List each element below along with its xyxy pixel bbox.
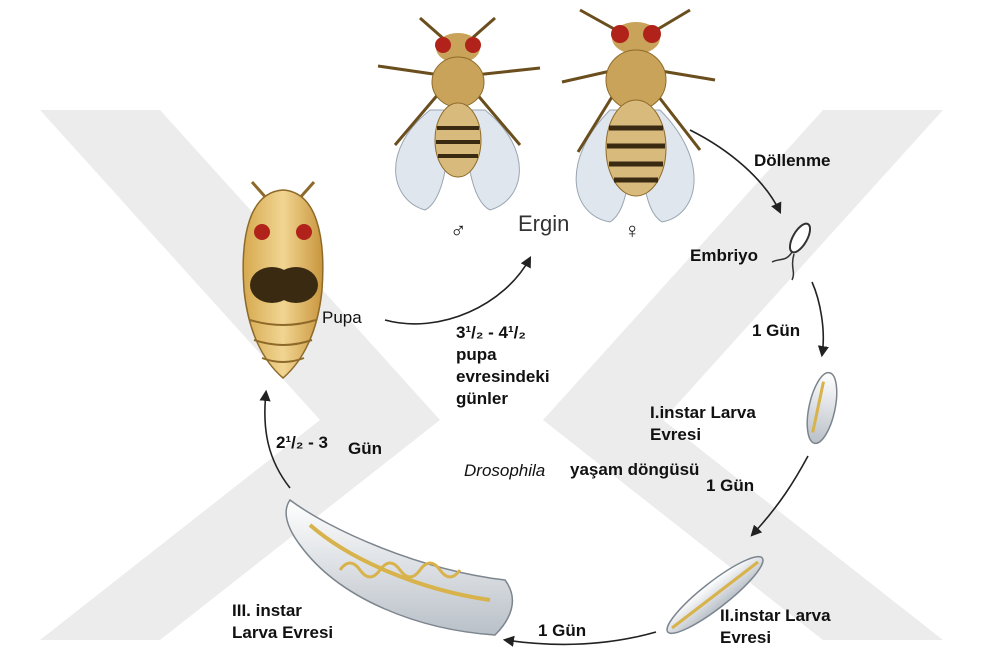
second-instar-label: II.instar Larva Evresi [720,605,831,649]
male-fly-illustration [378,18,540,210]
fertilization-label: Döllenme [754,150,831,172]
arrow-pupa-to-adult [385,258,530,324]
third-instar-to-pupa-unit: Gün [348,438,382,460]
life-cycle-title: yaşam döngüsü [570,459,699,481]
female-fly-illustration [562,10,715,222]
first-instar-larva-illustration [802,370,842,446]
second-to-third-instar-days: 1 Gün [538,620,586,642]
adult-label: Ergin [518,213,569,235]
first-instar-label: I.instar Larva Evresi [650,402,756,446]
first-to-second-instar-days: 1 Gün [706,475,754,497]
embryo-to-first-instar-days: 1 Gün [752,320,800,342]
female-symbol: ♀ [624,220,641,242]
third-instar-label: III. instar Larva Evresi [232,600,333,644]
pupa-duration-label: 3¹/₂ - 4¹/₂ pupa evresindeki günler [456,322,550,410]
life-cycle-genus: Drosophila [464,460,545,482]
arrow-embryo-to-first-instar [812,282,823,355]
pupa-label: Pupa [322,307,362,329]
third-instar-to-pupa-days: 2¹/₂ - 3 [276,432,328,454]
embryo-label: Embriyo [690,245,758,267]
male-symbol: ♂ [450,220,467,242]
